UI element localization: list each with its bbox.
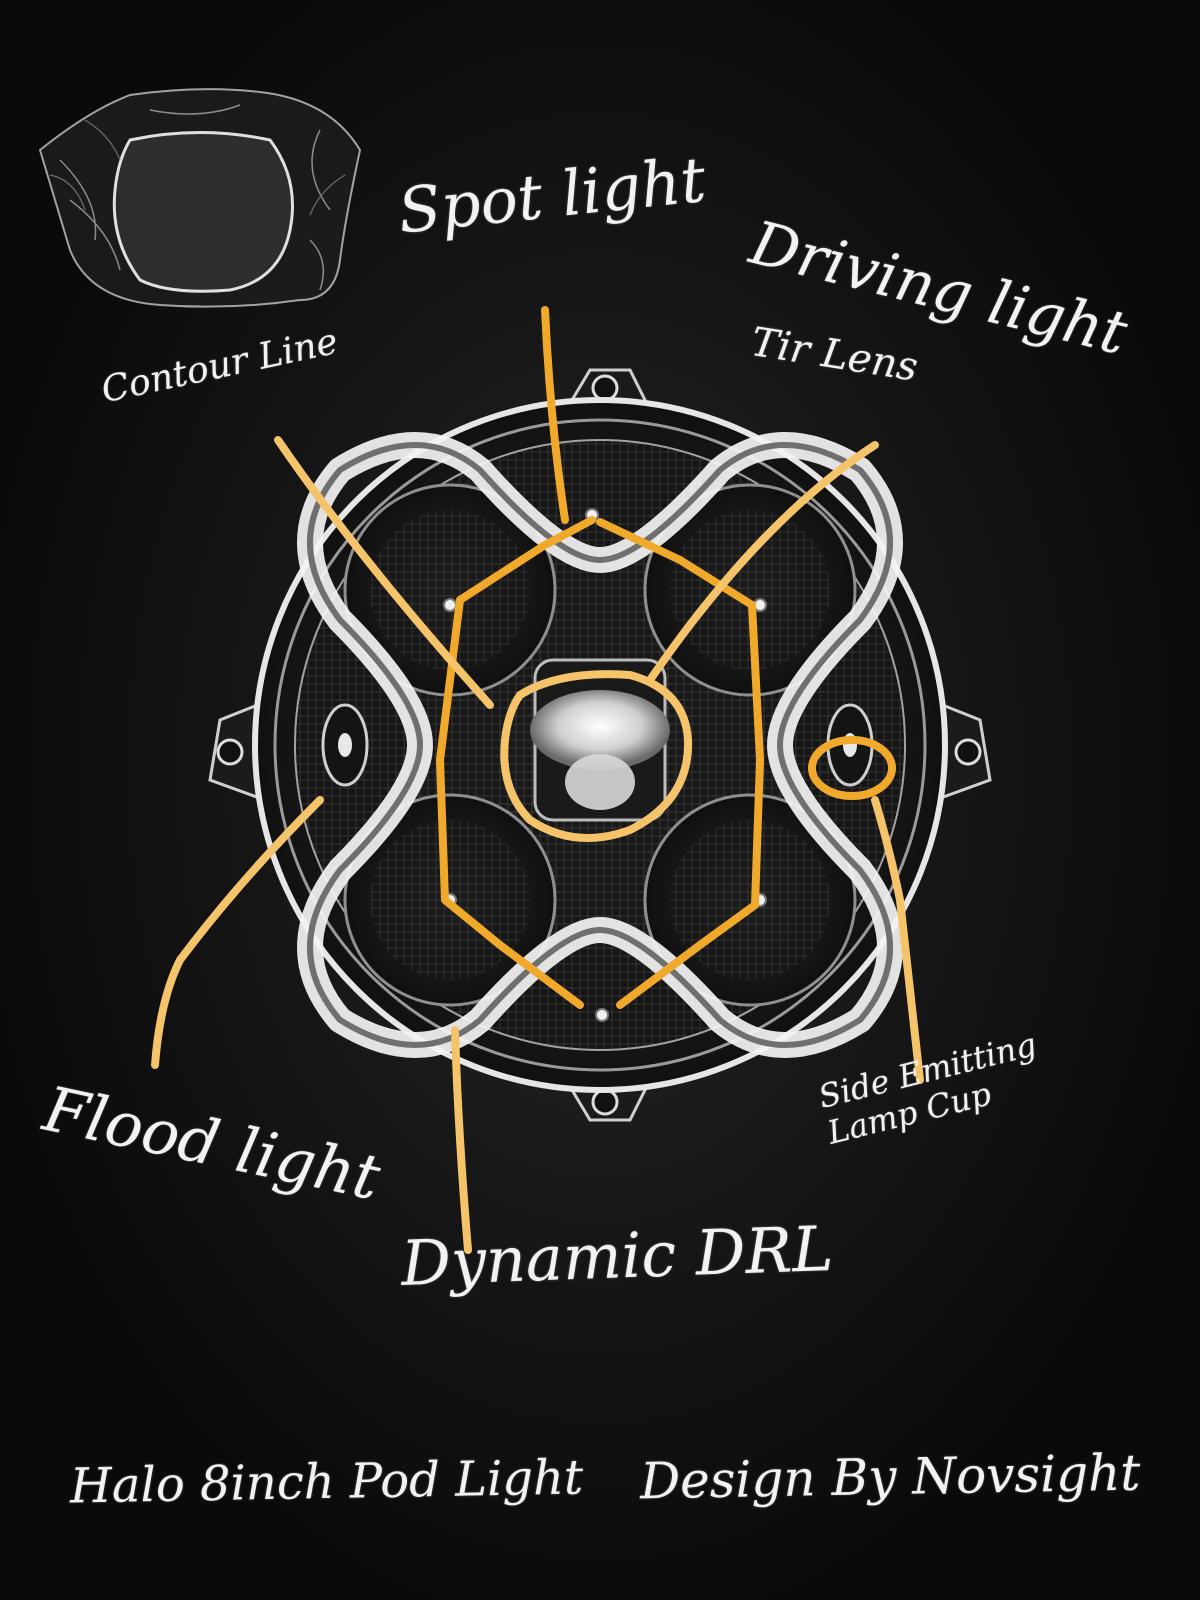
contour-line-leader — [274, 436, 494, 709]
tir-lens-circle — [500, 670, 693, 842]
annotation-strokes — [151, 306, 924, 1254]
flood-light-leader — [151, 796, 324, 1069]
side-cup-leader — [871, 796, 924, 1084]
halo-contour-bands — [297, 432, 903, 1058]
drl-outline — [436, 516, 764, 1009]
spot-light-leader — [541, 306, 569, 524]
product-name: Halo 8inch Pod Light — [69, 1449, 584, 1515]
driving-light-leader — [646, 441, 879, 684]
contour-sketch — [38, 88, 362, 308]
dynamic-drl-leader — [451, 1026, 472, 1254]
tir-lens — [530, 658, 670, 822]
designer-credit: Design By Novsight — [639, 1443, 1141, 1511]
dynamic-drl-label: Dynamic DRL — [399, 1211, 835, 1300]
side-cup-circle — [808, 736, 896, 800]
